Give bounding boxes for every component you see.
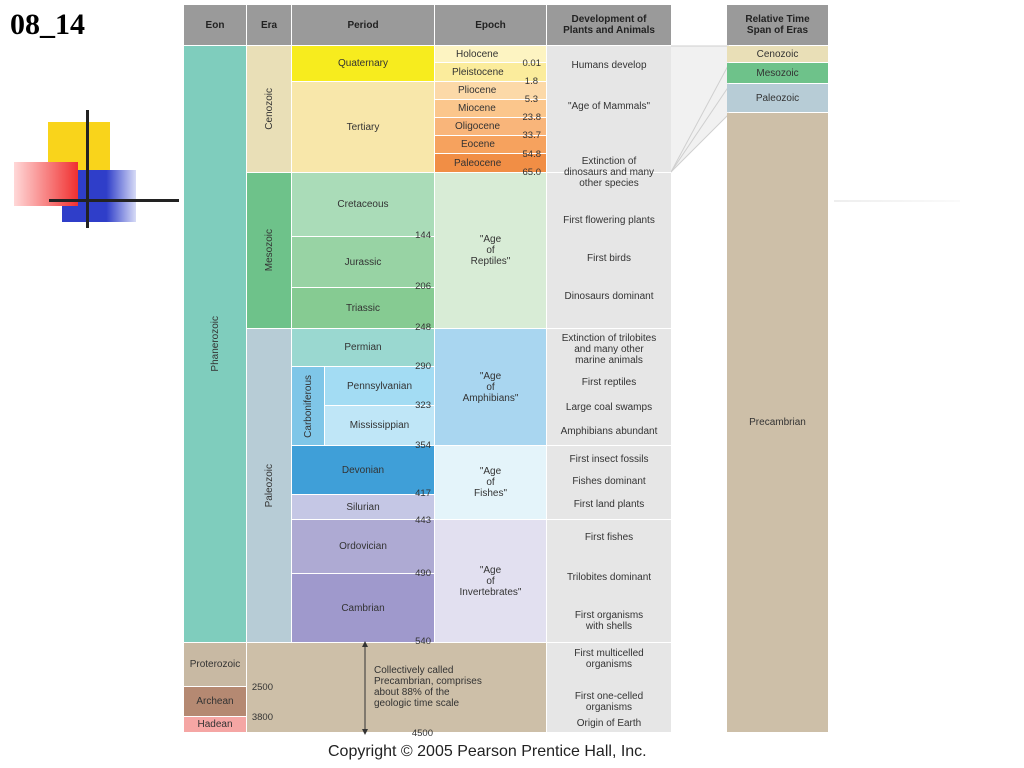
epoch-holocene: Holocene (435, 46, 546, 62)
period-jurassic: Jurassic (292, 237, 434, 287)
period-mississippian: Mississippian (325, 406, 434, 445)
header-relative-span: Relative Time Span of Eras (727, 5, 828, 45)
period-pennsylvanian: Pennsylvanian (325, 367, 434, 405)
header-eon: Eon (184, 5, 246, 45)
dev-origin-of-earth: Origin of Earth (576, 718, 642, 729)
dev-land-plants: First land plants (573, 499, 645, 510)
copyright-notice: Copyright © 2005 Pearson Prentice Hall, … (328, 743, 647, 760)
connector-lines (671, 45, 729, 173)
age-5-3: 5.3 (524, 94, 538, 105)
precambrian-span-arrow (362, 641, 368, 735)
span-cenozoic: Cenozoic (727, 46, 828, 62)
dev-one-celled: First one-celled organisms (574, 691, 644, 713)
eon-phanerozoic: Phanerozoic (184, 46, 246, 642)
precambrian-block (247, 643, 546, 732)
dev-fishes-dominant: Fishes dominant (572, 476, 646, 487)
dev-extinction-trilobites: Extinction of trilobites and many other … (561, 333, 657, 366)
age-144: 144 (415, 230, 431, 241)
dev-cenozoic-bg (547, 46, 671, 172)
slide-title: 08_14 (10, 8, 85, 41)
age-290: 290 (415, 361, 431, 372)
epoch-paleocene: Paleocene (435, 154, 546, 172)
epoch-age-of-reptiles: "Age of Reptiles" (435, 173, 546, 328)
age-443: 443 (415, 515, 431, 526)
epoch-oligocene: Oligocene (435, 118, 546, 135)
age-65-0: 65.0 (522, 167, 542, 178)
dev-trilobites-dominant: Trilobites dominant (566, 572, 652, 583)
dev-first-fishes: First fishes (584, 532, 634, 543)
age-23-8: 23.8 (522, 112, 542, 123)
dev-flowering-plants: First flowering plants (563, 215, 655, 226)
dev-mesozoic-bg (547, 173, 671, 328)
span-paleozoic: Paleozoic (727, 84, 828, 112)
era-cenozoic-label: Cenozoic (263, 88, 275, 130)
age-540: 540 (415, 636, 431, 647)
precambrian-note: Collectively called Precambrian, compris… (374, 665, 482, 709)
dev-age-of-mammals: "Age of Mammals" (567, 101, 651, 112)
epoch-age-of-fishes: "Age of Fishes" (435, 446, 546, 519)
epoch-pliocene: Pliocene (435, 82, 546, 99)
period-silurian: Silurian (292, 495, 434, 519)
header-era: Era (247, 5, 291, 45)
period-quaternary: Quaternary (292, 46, 434, 81)
era-mesozoic-label: Mesozoic (263, 229, 275, 272)
header-development: Development of Plants and Animals (547, 5, 671, 45)
era-paleozoic: Paleozoic (247, 329, 291, 642)
age-248: 248 (415, 322, 431, 333)
period-triassic: Triassic (292, 288, 434, 328)
period-cretaceous: Cretaceous (292, 173, 434, 236)
dev-devonian-bg (547, 446, 671, 519)
age-4500: 4500 (411, 728, 433, 739)
age-323: 323 (415, 400, 431, 411)
age-417: 417 (415, 488, 431, 499)
period-permian: Permian (292, 329, 434, 366)
eon-proterozoic: Proterozoic (184, 643, 246, 686)
dev-precambrian-bg (547, 643, 671, 732)
age-490: 490 (415, 568, 431, 579)
dev-humans: Humans develop (571, 60, 647, 71)
period-carboniferous: Carboniferous (292, 367, 324, 445)
header-period: Period (292, 5, 434, 45)
epoch-age-of-amphibians: "Age of Amphibians" (435, 329, 546, 445)
epoch-age-of-invertebrates: "Age of Invertebrates" (435, 520, 546, 642)
eon-hadean: Hadean (184, 717, 246, 732)
age-33-7: 33.7 (522, 130, 542, 141)
dev-multicelled: First multicelled organisms (574, 648, 644, 670)
span-precambrian: Precambrian (727, 113, 828, 732)
dev-extinction-dinosaurs: Extinction of dinosaurs and many other s… (563, 156, 655, 189)
header-epoch: Epoch (435, 5, 546, 45)
dev-coal-swamps: Large coal swamps (565, 402, 653, 413)
dev-dinosaurs-dominant: Dinosaurs dominant (564, 291, 654, 302)
dev-first-shells: First organisms with shells (574, 610, 644, 632)
era-cenozoic: Cenozoic (247, 46, 291, 172)
eon-phanerozoic-label: Phanerozoic (209, 316, 221, 372)
dev-early-paleozoic-bg (547, 520, 671, 642)
age-54-8: 54.8 (522, 149, 542, 160)
dev-amphibians-abundant: Amphibians abundant (560, 426, 658, 437)
era-mesozoic: Mesozoic (247, 173, 291, 328)
span-mesozoic: Mesozoic (727, 63, 828, 83)
period-ordovician: Ordovician (292, 520, 434, 573)
period-devonian: Devonian (292, 446, 434, 494)
age-206: 206 (415, 281, 431, 292)
age-0-01: 0.01 (522, 58, 542, 69)
age-3800: 3800 (251, 712, 273, 723)
epoch-pleistocene: Pleistocene (435, 63, 546, 81)
era-paleozoic-label: Paleozoic (263, 463, 275, 508)
age-354: 354 (415, 440, 431, 451)
epoch-miocene: Miocene (435, 100, 546, 117)
period-cambrian: Cambrian (292, 574, 434, 642)
dev-first-birds: First birds (587, 253, 631, 264)
age-2500: 2500 (251, 682, 273, 693)
period-carboniferous-label: Carboniferous (302, 374, 314, 438)
epoch-eocene: Eocene (435, 136, 546, 153)
age-1-8: 1.8 (524, 76, 538, 87)
eon-archean: Archean (184, 687, 246, 716)
dev-first-reptiles: First reptiles (581, 377, 637, 388)
period-tertiary: Tertiary (292, 82, 434, 172)
dev-carboniferous-bg (547, 329, 671, 445)
dev-insect-fossils: First insect fossils (569, 454, 649, 465)
